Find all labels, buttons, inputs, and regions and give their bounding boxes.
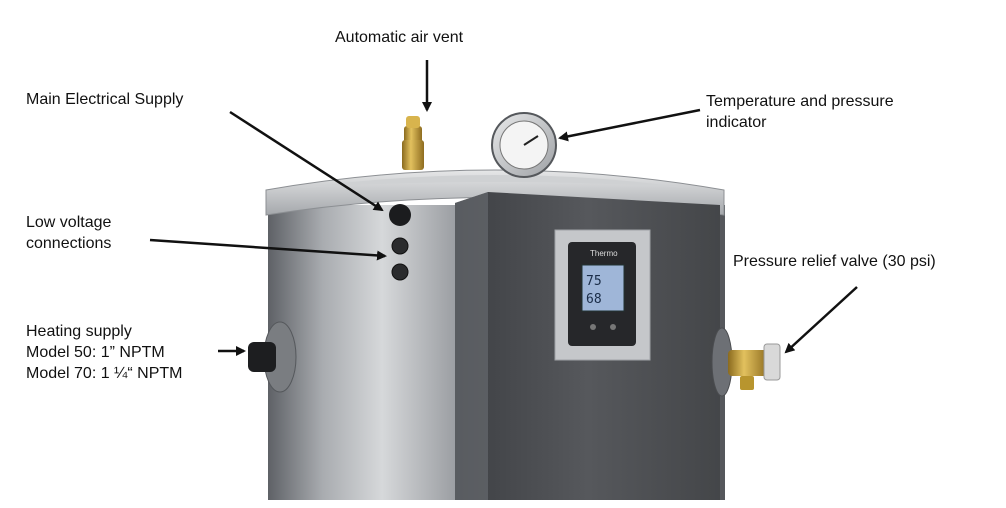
lcd-reading-bottom: 68: [586, 292, 602, 307]
thermostat: Thermo 75 68: [554, 229, 651, 361]
arrow-temp-pressure: [558, 108, 701, 142]
label-temp-pressure-line2: indicator: [706, 114, 767, 131]
label-air-vent: Automatic air vent: [335, 29, 464, 46]
pressure-gauge: [491, 112, 557, 178]
electrical-ports: [389, 204, 411, 281]
lcd-reading-top: 75: [586, 274, 602, 289]
air-vent-fitting: [402, 116, 424, 170]
arrow-low-voltage: [149, 238, 387, 261]
callout-arrows: [149, 60, 858, 356]
label-low-voltage-line2: connections: [26, 235, 112, 252]
thermostat-button-up: [610, 324, 616, 330]
label-electrical-supply: Main Electrical Supply: [26, 91, 184, 108]
label-heating-line1: Heating supply: [26, 323, 132, 340]
label-heating-line2: Model 50: 1” NPTM: [26, 344, 165, 361]
thermostat-brand: Thermo: [590, 249, 618, 258]
thermostat-button-down: [590, 324, 596, 330]
relief-valve-fitting: [711, 327, 781, 397]
label-relief-valve: Pressure relief valve (30 psi): [733, 253, 936, 270]
arrow-electrical: [229, 110, 384, 212]
low-voltage-port-1: [391, 237, 409, 255]
main-electrical-port: [389, 204, 411, 226]
low-voltage-port-2: [391, 263, 409, 281]
arrow-relief-valve: [784, 286, 858, 354]
label-low-voltage-line1: Low voltage: [26, 214, 112, 231]
label-temp-pressure-line1: Temperature and pressure: [706, 93, 894, 110]
heating-supply-fitting: [248, 321, 297, 393]
label-heating-line3: Model 70: 1 ¼“ NPTM: [26, 365, 183, 382]
